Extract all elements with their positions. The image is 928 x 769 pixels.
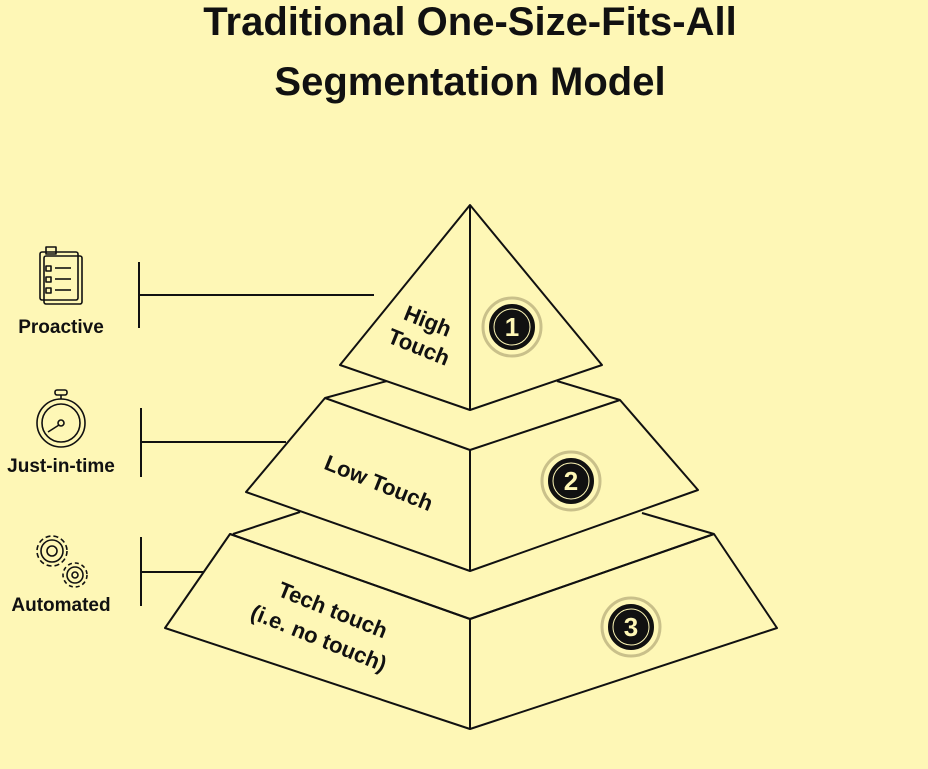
bracket-just-in-time bbox=[140, 408, 286, 477]
pyramid-tier-3 bbox=[164, 511, 778, 730]
label-proactive: Proactive bbox=[18, 317, 104, 338]
gears-icon bbox=[36, 535, 88, 588]
label-automated: Automated bbox=[11, 595, 111, 616]
bracket-proactive bbox=[138, 262, 374, 328]
tier-3-number: 3 bbox=[624, 612, 638, 642]
clipboard-checklist-icon bbox=[39, 246, 83, 305]
tier-2-badge bbox=[540, 450, 602, 512]
diagram-title: Traditional One-Size-Fits-All Segmentati… bbox=[0, 0, 928, 112]
title-line-1: Traditional One-Size-Fits-All bbox=[203, 0, 737, 44]
bracket-automated bbox=[140, 537, 203, 606]
stopwatch-icon bbox=[36, 389, 86, 448]
tier-1-number: 1 bbox=[505, 312, 519, 342]
tier-3-badge bbox=[600, 596, 662, 658]
pyramid-tier-1 bbox=[339, 204, 603, 411]
label-just-in-time: Just-in-time bbox=[7, 456, 115, 477]
tier-2-number: 2 bbox=[564, 466, 578, 496]
tier-1-badge bbox=[481, 296, 543, 358]
title-line-2: Segmentation Model bbox=[274, 60, 666, 104]
pyramid-tier-2 bbox=[245, 380, 699, 572]
